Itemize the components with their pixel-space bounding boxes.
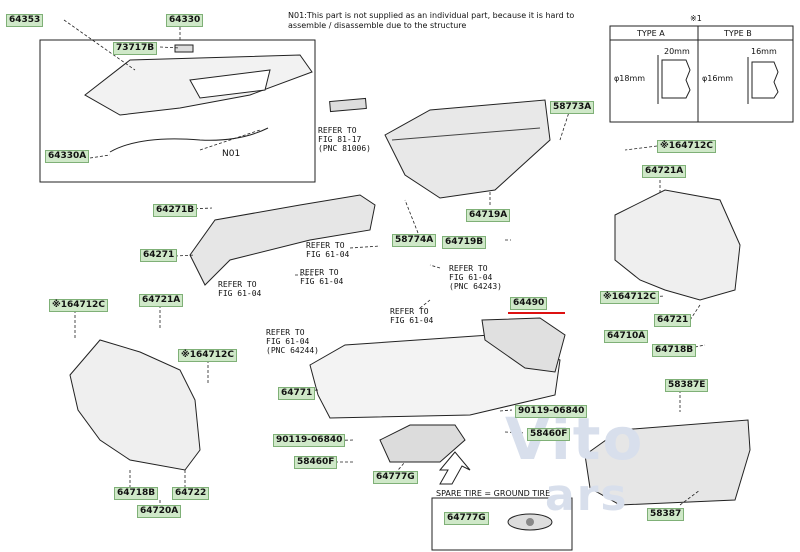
part-64710a[interactable]: 64710A [604, 330, 649, 343]
refer-fig-61-04-pnc-64244[interactable]: REFER TO FIG 61-04 (PNC 64244) [266, 328, 319, 355]
part-64712c-right-lower[interactable]: ※164712C [600, 291, 659, 304]
part-64721a-right[interactable]: 64721A [642, 165, 687, 178]
part-64712c-left-upper[interactable]: ※164712C [49, 299, 108, 312]
part-64712c-right-upper[interactable]: ※164712C [657, 140, 716, 153]
part-64718b-left[interactable]: 64718B [114, 487, 159, 500]
part-64771[interactable]: 64771 [278, 387, 316, 400]
spare-tire-label: SPARE TIRE = GROUND TIRE [436, 489, 551, 498]
clip-type-b-icon [747, 57, 779, 104]
right-side-trim-shape [614, 189, 741, 301]
part-58773a[interactable]: 58773A [550, 101, 595, 114]
refer-fig-61-04-a[interactable]: REFER TO FIG 61-04 [306, 241, 350, 259]
part-64718b-right[interactable]: 64718B [652, 344, 697, 357]
tool-tray-shape [379, 424, 466, 463]
refer-fig-81-17[interactable]: REFER TO FIG 81-17 (PNC 81006) [318, 126, 371, 153]
type-a-diameter: φ18mm [614, 74, 646, 83]
part-58460f-left[interactable]: 58460F [294, 456, 338, 469]
trunk-lid-trim-shape [384, 99, 551, 199]
part-64777g[interactable]: 64777G [373, 471, 418, 484]
refer-fig-61-04-d[interactable]: REFER TO FIG 61-04 [390, 307, 434, 325]
part-64712c-left-lower[interactable]: ※164712C [178, 349, 237, 362]
part-64271[interactable]: 64271 [140, 249, 178, 262]
part-90119-06840-right[interactable]: 90119-06840 [515, 405, 588, 418]
rear-sill-shape [584, 419, 751, 506]
type-a-title: TYPE A [637, 29, 665, 38]
refer-fig-61-04-b[interactable]: REFER TO FIG 61-04 [218, 280, 262, 298]
part-64490[interactable]: 64490 [510, 297, 548, 310]
part-64722[interactable]: 64722 [172, 487, 210, 500]
part-90119-06840-left[interactable]: 90119-06840 [273, 434, 346, 447]
trunk-mat-shape [309, 334, 561, 419]
part-58774a[interactable]: 58774A [392, 234, 437, 247]
clip-type-legend [609, 25, 794, 123]
type-b-title: TYPE B [724, 29, 752, 38]
part-58387e[interactable]: 58387E [665, 379, 709, 392]
panel-64490-shape [481, 317, 566, 373]
part-64721-right[interactable]: 64721 [654, 314, 692, 327]
part-64777g-spare[interactable]: 64777G [444, 512, 489, 525]
part-64353[interactable]: 64353 [6, 14, 44, 27]
part-58387[interactable]: 58387 [647, 508, 685, 521]
part-n01: N01 [222, 149, 241, 159]
refer-fig-61-04-pnc-64243[interactable]: REFER TO FIG 61-04 (PNC 64243) [449, 264, 502, 291]
structure-note: N01:This part is not supplied as an indi… [288, 11, 575, 30]
watermark-line2: ars [545, 470, 629, 521]
part-73717b[interactable]: 73717B [113, 42, 158, 55]
rear-bracket-shape [189, 194, 376, 286]
left-side-trim-shape [69, 339, 201, 471]
type-a-length: 20mm [664, 47, 690, 56]
part-64330a[interactable]: 64330A [45, 150, 90, 163]
clip-type-a-icon [657, 55, 691, 104]
part-64721a-left[interactable]: 64721A [139, 294, 184, 307]
legend-mark: ※1 [690, 14, 702, 23]
part-58460f-right[interactable]: 58460F [527, 428, 571, 441]
spare-tire-box [431, 497, 573, 551]
part-64720a[interactable]: 64720A [137, 505, 182, 518]
type-b-length: 16mm [751, 47, 777, 56]
part-64330[interactable]: 64330 [166, 14, 204, 27]
spare-tire-arrow [438, 451, 471, 485]
part-64271b[interactable]: 64271B [153, 204, 198, 217]
part-64719b[interactable]: 64719B [442, 236, 487, 249]
refer-fig-61-04-c[interactable]: REFER TO FIG 61-04 [300, 268, 344, 286]
type-b-diameter: φ16mm [702, 74, 734, 83]
package-tray-box [39, 39, 316, 183]
part-64719a[interactable]: 64719A [466, 209, 511, 222]
